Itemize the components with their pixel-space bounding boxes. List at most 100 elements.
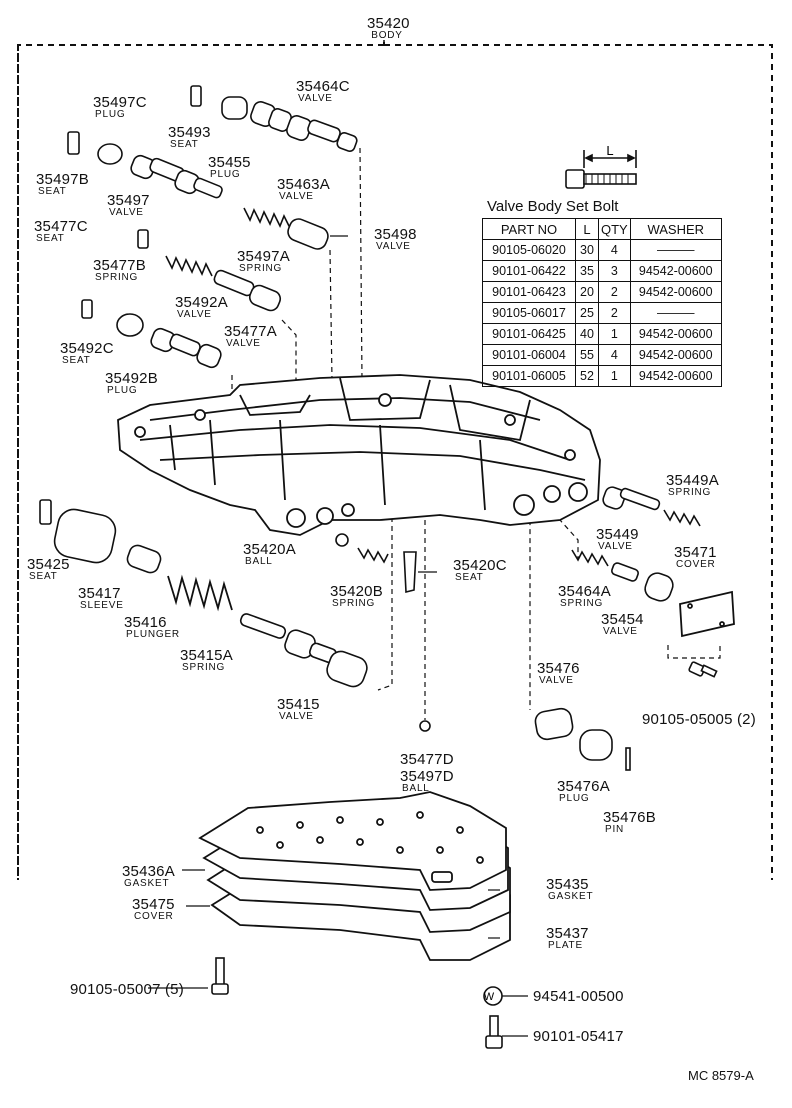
- cell-qty: 2: [598, 302, 631, 324]
- cell-qty: 1: [598, 365, 631, 387]
- cover-35471-shape: [679, 590, 735, 638]
- cell-l: 52: [575, 365, 599, 387]
- bolt-90105-05005-shape: [688, 661, 718, 678]
- label-35498: 35498 VALVE: [374, 226, 417, 252]
- label-35477a: 35477A VALVE: [224, 323, 277, 349]
- spring-35420b-shape: [357, 547, 389, 564]
- label-35463a: 35463A VALVE: [277, 176, 330, 202]
- valve-35477a-shape: [213, 269, 282, 312]
- cell-l: 30: [575, 239, 599, 261]
- cell-washer: 94542-00600: [629, 281, 722, 303]
- label-90101-05417: 90101-05417: [533, 1028, 624, 1045]
- label-35420a: 35420A BALL: [243, 541, 296, 567]
- cell-part-no: 90101-06425: [482, 323, 576, 345]
- header-part-no: PART NO: [482, 218, 576, 240]
- header-l: L: [575, 218, 599, 240]
- plunger-35416-shape: [126, 544, 162, 574]
- label-35492b: 35492B PLUG: [105, 370, 158, 396]
- label-35476: 35476 VALVE: [537, 660, 580, 686]
- label-90105-05005: 90105-05005 (2): [642, 711, 756, 728]
- label-35492c: 35492C SEAT: [60, 340, 114, 366]
- label-35449: 35449 VALVE: [596, 526, 639, 552]
- label-35435: 35435 GASKET: [546, 876, 594, 902]
- sleeve-35417-shape: [53, 508, 117, 564]
- label-35420c: 35420C SEAT: [453, 557, 507, 583]
- plug-35492b-shape: [116, 313, 144, 337]
- cell-washer: 94542-00600: [629, 344, 722, 366]
- cell-l: 40: [575, 323, 599, 345]
- label-35454: 35454 VALVE: [601, 611, 644, 637]
- cell-l: 35: [575, 260, 599, 282]
- bolt-90105-05007-shape: [211, 957, 229, 995]
- label-35449a: 35449A SPRING: [666, 472, 719, 498]
- cell-l: 55: [575, 344, 599, 366]
- table-row: 90101-06425 40 1 94542-00600: [482, 323, 722, 345]
- table-row: 90101-06423 20 2 94542-00600: [482, 281, 722, 303]
- label-35415a: 35415A SPRING: [180, 647, 233, 673]
- label-35497: 35497 VALVE: [107, 192, 150, 218]
- label-35464a: 35464A SPRING: [558, 583, 611, 609]
- valve-body-casting: [117, 374, 601, 536]
- label-94541-00500: 94541-00500: [533, 988, 624, 1005]
- washer-symbol: W: [484, 991, 495, 1003]
- valve-35476-shape: [534, 707, 574, 741]
- valve-35497-shape: [130, 154, 223, 199]
- valve-35498-shape: [287, 218, 329, 250]
- label-35436a: 35436A GASKET: [122, 863, 175, 889]
- label-35420: 35420 BODY: [367, 15, 410, 41]
- seat-35492c-shape: [81, 299, 93, 319]
- valve-35415-shape: [239, 613, 368, 688]
- valve-35492a-shape: [150, 327, 222, 369]
- label-35477c: 35477C SEAT: [34, 218, 88, 244]
- seat-35477c-shape: [137, 229, 149, 249]
- pin-35476b-shape: [625, 747, 631, 771]
- label-35497c: 35497C PLUG: [93, 94, 147, 120]
- plug-35455-shape: [221, 96, 248, 120]
- cell-part-no: 90101-06423: [482, 281, 576, 303]
- spring-35477b-shape: [165, 255, 213, 277]
- table-row: 90101-06422 35 3 94542-00600: [482, 260, 722, 282]
- label-35476a: 35476A PLUG: [557, 778, 610, 804]
- plug-35476a-shape: [579, 729, 613, 761]
- label-35416: 35416 PLUNGER: [124, 614, 180, 640]
- label-35475: 35475 COVER: [132, 896, 175, 922]
- bolt-table-title: Valve Body Set Bolt: [487, 198, 619, 215]
- spring-35449a-shape: [663, 509, 701, 527]
- bolt-table: PART NO L QTY WASHER 90105-06020 30 4 ——…: [482, 218, 722, 387]
- cell-part-no: 90101-06422: [482, 260, 576, 282]
- label-35497b: 35497B SEAT: [36, 171, 89, 197]
- label-90105-05007: 90105-05007 (5): [70, 981, 184, 998]
- table-row: 90105-06020 30 4 ———: [482, 239, 722, 261]
- label-35437: 35437 PLATE: [546, 925, 589, 951]
- label-35471: 35471 COVER: [674, 544, 717, 570]
- ball-35420a-shape: [335, 533, 349, 547]
- header-qty: QTY: [598, 218, 631, 240]
- cell-l: 25: [575, 302, 599, 324]
- label-35425: 35425 SEAT: [27, 556, 70, 582]
- bolt-length-diagram: [565, 150, 637, 189]
- cell-washer: 94542-00600: [629, 260, 722, 282]
- label-35477b: 35477B SPRING: [93, 257, 146, 283]
- label-35455: 35455 PLUG: [208, 154, 251, 180]
- cell-qty: 4: [598, 344, 631, 366]
- seat-35497b-shape: [67, 131, 80, 155]
- table-row: 90101-06005 52 1 94542-00600: [482, 365, 722, 387]
- table-row: 90105-06017 25 2 ———: [482, 302, 722, 324]
- seat-35493-shape: [190, 85, 202, 107]
- cell-qty: 1: [598, 323, 631, 345]
- spring-35464a-shape: [571, 549, 609, 567]
- label-35477d-35497d: 35477D 35497D BALL: [400, 751, 454, 794]
- cell-part-no: 90105-06020: [482, 239, 576, 261]
- cell-part-no: 90101-06004: [482, 344, 576, 366]
- label-35464c: 35464C VALVE: [296, 78, 350, 104]
- label-35492a: 35492A VALVE: [175, 294, 228, 320]
- spring-35497a-shape: [243, 207, 291, 229]
- header-washer: WASHER: [629, 218, 722, 240]
- cell-washer: ———: [629, 302, 722, 324]
- cell-qty: 3: [598, 260, 631, 282]
- cell-l: 20: [575, 281, 599, 303]
- cell-qty: 2: [598, 281, 631, 303]
- label-35415: 35415 VALVE: [277, 696, 320, 722]
